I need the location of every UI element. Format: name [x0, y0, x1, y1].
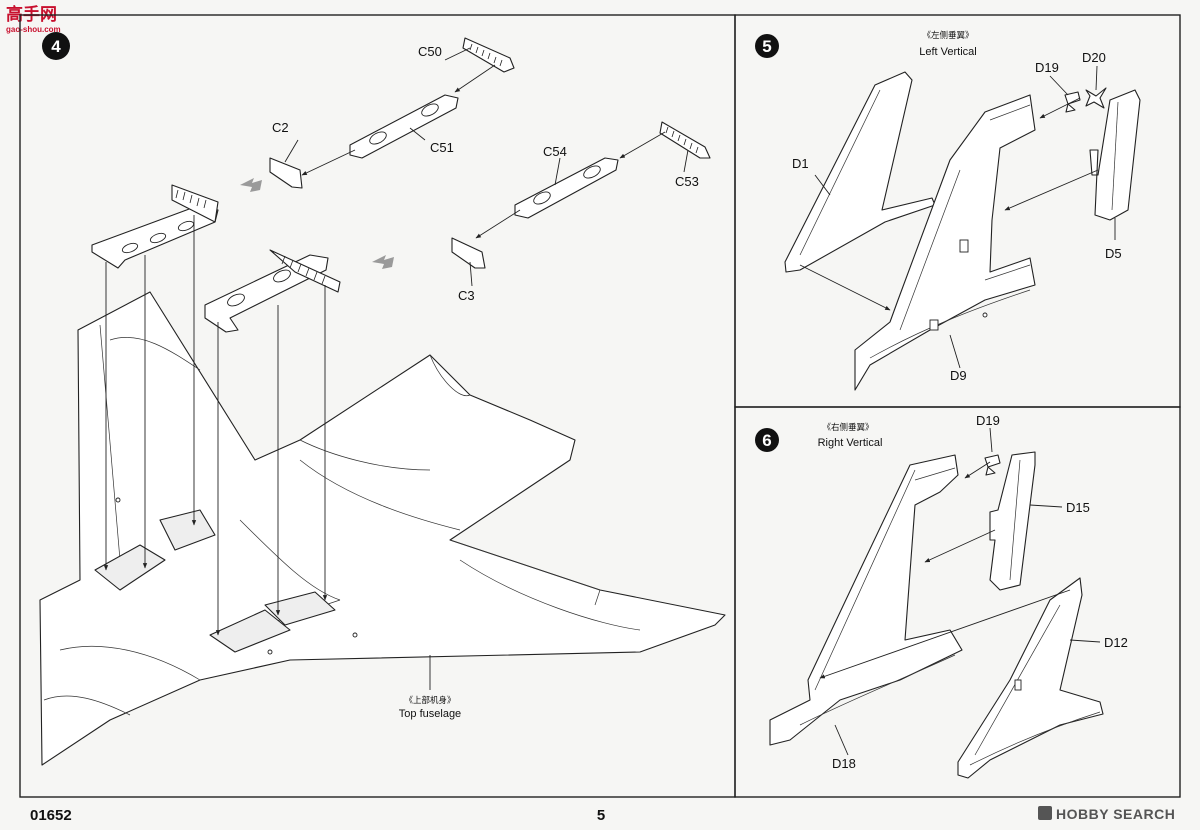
- part-c2: [269, 157, 303, 189]
- page-number: 5: [597, 807, 605, 824]
- label-c50: C50: [418, 44, 442, 59]
- caption-top-fuselage: Top fuselage: [399, 708, 461, 720]
- watermark-url: gao-shou.com: [6, 25, 61, 34]
- step-6: 6 《右侧垂翼》 Right Vertical D1: [755, 413, 1128, 779]
- part-d15: [989, 451, 1036, 591]
- step-4: 4: [39, 32, 726, 766]
- brand-logo-text: HOBBY SEARCH: [1056, 806, 1175, 822]
- part-c53: [659, 121, 711, 159]
- top-fuselage-drawing: [39, 291, 726, 766]
- label-d15: D15: [1066, 500, 1090, 515]
- part-d12: [957, 577, 1104, 779]
- label-d1: D1: [792, 156, 809, 171]
- step-6-badge: [755, 428, 779, 452]
- step-6-number: 6: [762, 431, 771, 450]
- kit-number: 01652: [30, 807, 72, 824]
- step-4-number: 4: [51, 37, 61, 56]
- label-d12: D12: [1104, 635, 1128, 650]
- caption-cn-left-vertical: 《左侧垂翼》: [922, 30, 973, 41]
- frame-assembly-right: [204, 249, 341, 333]
- step-5: 5 《左侧垂翼》 Left Vertical: [755, 30, 1141, 391]
- part-d18: [769, 454, 963, 746]
- part-d1: [784, 71, 936, 273]
- part-d20: [1085, 87, 1107, 109]
- step-5-number: 5: [762, 37, 771, 56]
- part-d19-left: [1064, 91, 1081, 113]
- caption-left-vertical: Left Vertical: [919, 46, 976, 58]
- caption-cn-right-vertical: 《右侧垂翼》: [822, 422, 873, 433]
- part-c50: [462, 37, 515, 73]
- label-d9: D9: [950, 368, 967, 383]
- view-direction-icon: [240, 178, 262, 192]
- label-d18: D18: [832, 756, 856, 771]
- caption-cn-top-fuselage: 《上部机身》: [404, 695, 455, 706]
- part-d5: [1089, 89, 1141, 221]
- label-c3: C3: [458, 288, 475, 303]
- hobby-search-icon: [1038, 806, 1052, 820]
- label-d19-left: D19: [1035, 60, 1059, 75]
- part-d9: [854, 94, 1036, 391]
- part-c3: [451, 237, 486, 269]
- step-4-badge: [42, 32, 70, 60]
- part-c54: [514, 157, 619, 219]
- frame-assembly-left: [91, 184, 219, 269]
- label-c54: C54: [543, 144, 567, 159]
- label-d19-right: D19: [976, 413, 1000, 428]
- label-d5: D5: [1105, 246, 1122, 261]
- watermark-logo: 高手网 gao-shou.com: [6, 4, 61, 34]
- label-c51: C51: [430, 140, 454, 155]
- hobby-search-logo: HOBBY SEARCH: [1038, 806, 1175, 822]
- step-5-badge: [755, 34, 779, 58]
- caption-right-vertical: Right Vertical: [818, 437, 883, 449]
- part-d19-right: [984, 454, 1001, 476]
- part-c51: [349, 94, 459, 159]
- label-c53: C53: [675, 174, 699, 189]
- step-6-panel: [734, 406, 1181, 798]
- label-d20: D20: [1082, 50, 1106, 65]
- view-direction-icon: [372, 255, 394, 269]
- label-c2: C2: [272, 120, 289, 135]
